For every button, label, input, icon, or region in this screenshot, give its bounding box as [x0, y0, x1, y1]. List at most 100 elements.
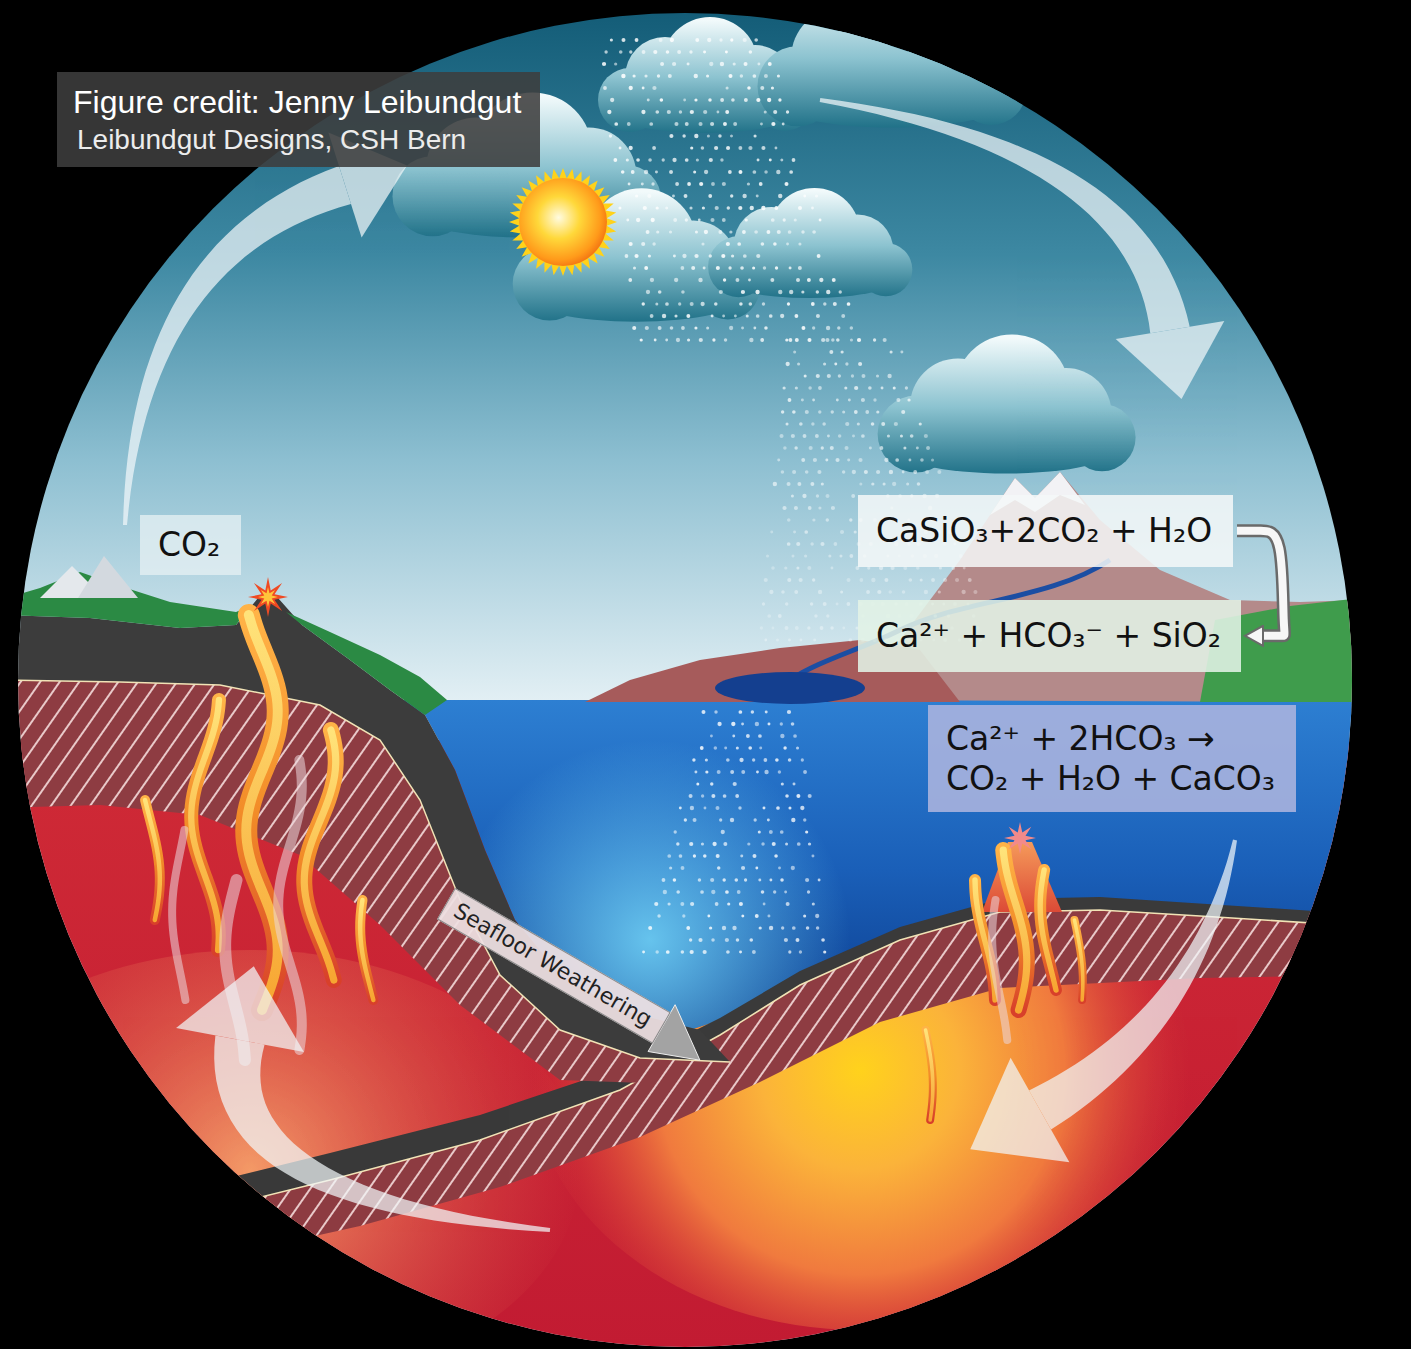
rain-dot [628, 183, 631, 186]
rain-dot [888, 590, 892, 594]
rain-dot [684, 194, 688, 198]
rain-dot [725, 110, 729, 114]
rain-dot [804, 374, 807, 377]
magma-plume [304, 730, 335, 980]
rain-dot [818, 506, 821, 509]
rain-dot [849, 638, 853, 642]
rain-dot [621, 38, 625, 42]
continental-lithosphere [0, 680, 730, 1085]
rain-dot [797, 482, 801, 486]
rain-dot [859, 578, 863, 582]
rain-dot [827, 374, 831, 378]
rain-dot [747, 842, 750, 845]
rain-dot [682, 134, 685, 137]
rain-dot [693, 854, 696, 857]
rain-dot [655, 171, 658, 174]
rain-dot [642, 951, 645, 954]
rain-dot [656, 230, 659, 233]
rain-dot [845, 362, 848, 365]
rain-dot [629, 242, 633, 246]
eruption-core [258, 587, 278, 607]
rain-dot [767, 98, 771, 102]
cloud [878, 334, 1136, 473]
rain-dot [794, 446, 797, 449]
rain-dot [801, 290, 804, 293]
rain-dot [720, 158, 723, 161]
rain-dot [682, 914, 685, 917]
rain-dot [748, 146, 752, 150]
rain-dot [714, 710, 717, 713]
rain-dot [796, 794, 800, 798]
sun [509, 168, 617, 276]
rain-dot [919, 422, 922, 425]
rain-dot [849, 518, 852, 521]
rain-dot [648, 158, 652, 162]
rain-dot [820, 542, 824, 546]
arrow-head [970, 1058, 1069, 1163]
rain-dot [761, 842, 764, 845]
rain-dot [739, 170, 743, 174]
rain-dot [621, 170, 625, 174]
rain-dot [792, 470, 796, 474]
rain-dot [764, 74, 768, 78]
rain-dot [694, 771, 697, 774]
rain-dot [675, 182, 679, 186]
rain-dot [854, 410, 858, 414]
rain-dot [683, 99, 686, 102]
rain-dot [793, 531, 796, 534]
rain-dot [755, 722, 759, 726]
rain-dot [873, 338, 876, 341]
rain-dot [740, 855, 743, 858]
rain-dot [926, 446, 930, 450]
rain-dot [794, 314, 798, 318]
rain-dot [694, 254, 698, 258]
rain-dot [764, 578, 768, 582]
rain-dot [810, 602, 813, 605]
rain-dot [682, 254, 686, 258]
rain-dot [805, 830, 808, 833]
rain-dot [673, 878, 677, 882]
rain-dot [640, 338, 643, 341]
rain-dot [887, 374, 891, 378]
rain-dot [799, 950, 802, 953]
rain-dot [777, 459, 780, 462]
rain-dot [753, 327, 756, 330]
rain-dot [645, 326, 649, 330]
rain-dot [869, 447, 872, 450]
rain-dot [759, 747, 762, 750]
rain-dot [760, 626, 763, 629]
rain-dot [741, 866, 745, 870]
rain-dot [866, 590, 870, 594]
rain-dot [842, 627, 845, 630]
rain-dot [703, 854, 707, 858]
rain-dot [798, 206, 802, 210]
rain-dot [730, 135, 733, 138]
lake [715, 672, 865, 704]
rain-dot [650, 278, 654, 282]
rain-dot [775, 758, 779, 762]
rain-dot [767, 614, 771, 618]
rain-dot [811, 855, 814, 858]
rain-dot [781, 926, 784, 929]
rain-dot [776, 638, 779, 641]
rain-dot [801, 399, 804, 402]
rain-dot [619, 50, 623, 54]
magma-plume [246, 615, 277, 1010]
rain-dot [711, 794, 715, 798]
rain-dot [857, 422, 860, 425]
rain-dot [820, 626, 824, 630]
snowy-peak [78, 556, 138, 598]
rain-dot [767, 915, 770, 918]
arrow-body [123, 166, 351, 525]
sun-rays [509, 168, 617, 276]
rain-dot [789, 338, 793, 342]
rain-dot [796, 278, 800, 282]
rain-dot [634, 254, 638, 258]
rain-dot [864, 470, 868, 474]
rain-dot [784, 566, 787, 569]
rain-dot [758, 879, 761, 882]
rain-dot [903, 446, 906, 449]
rain-dot [777, 74, 780, 77]
rain-dot [826, 290, 830, 294]
rain-dot [785, 602, 788, 605]
